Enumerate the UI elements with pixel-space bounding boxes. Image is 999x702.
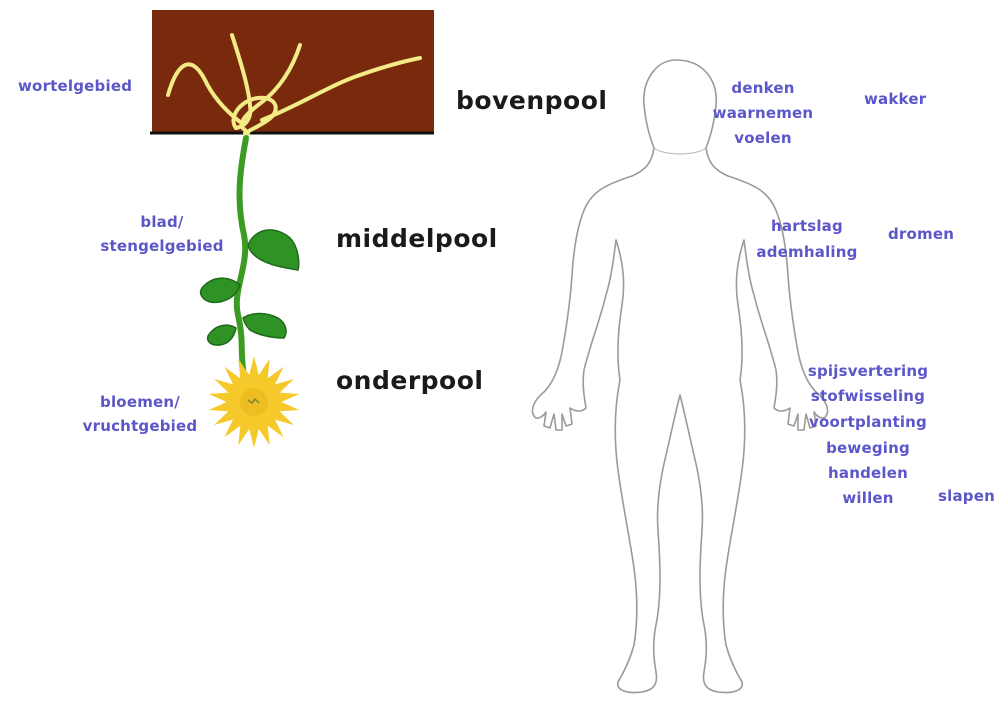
lower-pole-label: onderpool [336, 366, 483, 395]
chest-word: ademhaling [752, 240, 862, 264]
leaf [248, 230, 299, 270]
middle-pole-label: middelpool [336, 224, 498, 253]
stem [237, 138, 246, 375]
head-word: voelen [708, 126, 818, 150]
limb-word: spijsvertering [804, 359, 932, 383]
soil-block [152, 10, 434, 133]
head-state-label: wakker [864, 87, 926, 111]
limb-word: beweging [804, 436, 932, 460]
limb-word: voortplanting [804, 410, 932, 434]
limb-state-label: slapen [938, 484, 995, 508]
limb-word: willen [804, 486, 932, 510]
root-area-label: wortelgebied [18, 74, 132, 98]
upper-pole-label: bovenpool [456, 86, 607, 115]
chest-word: hartslag [752, 214, 862, 238]
limb-word: handelen [804, 461, 932, 485]
leaf [243, 314, 286, 339]
flower-fruit-area-label: bloemen/ vruchtgebied [70, 390, 210, 438]
leaf-stem-area-label: blad/ stengelgebied [92, 210, 232, 258]
leaf [208, 325, 236, 345]
human-body-outline [532, 60, 827, 693]
limb-word: stofwisseling [804, 384, 932, 408]
human-neck-line [654, 148, 706, 154]
flower [207, 356, 300, 448]
head-word: denken [708, 76, 818, 100]
head-word: waarnemen [708, 101, 818, 125]
chest-state-label: dromen [888, 222, 954, 246]
